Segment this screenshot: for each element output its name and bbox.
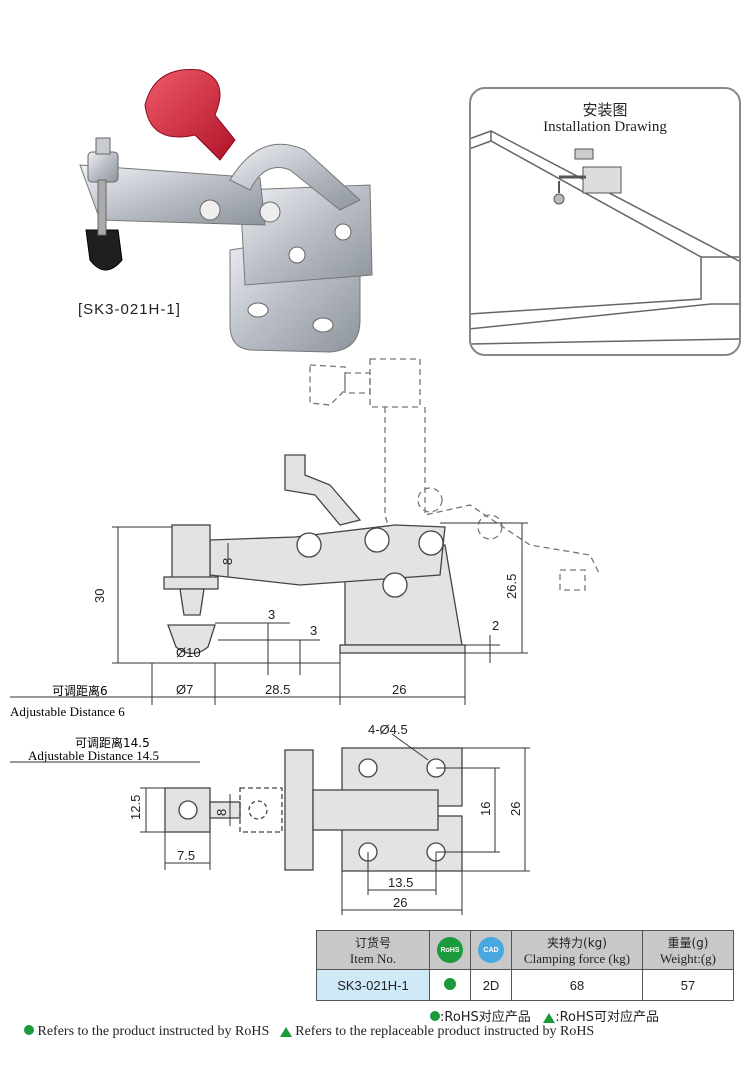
adjust-top-en: Adjustable Distance 14.5 [28, 748, 159, 763]
installation-title-en: Installation Drawing [543, 119, 667, 135]
dim-reach-26-5: 26.5 [504, 574, 519, 599]
product-photo [79, 68, 373, 353]
dim-w-26: 26 [393, 895, 407, 910]
dim-gap-3b: 3 [310, 623, 317, 638]
top-view-drawing: 4-Ø4.5 12.5 8 7.5 16 26 13.5 26 可调距离14.5… [10, 722, 530, 915]
header-weight: 重量(g) Weight:(g) [642, 930, 734, 970]
dim-handle-8: 8 [220, 558, 235, 565]
installation-drawing: 安装图 Installation Drawing [469, 87, 741, 356]
rohs-dot-icon [430, 1011, 440, 1021]
dim-w-7-5: 7.5 [177, 848, 195, 863]
dim-w-8: 8 [214, 809, 229, 816]
dim-base-2: 2 [492, 618, 499, 633]
cell-rohs [429, 969, 471, 1001]
dim-spindle-10: Ø10 [176, 645, 201, 660]
adjust-side-en: Adjustable Distance 6 [10, 704, 125, 719]
legend-mini: :RoHS对应产品 :RoHS可对应产品 [430, 1006, 659, 1025]
dim-w-12-5: 12.5 [128, 795, 143, 820]
product-label: [SK3-021H-1] [78, 301, 181, 318]
dim-h-16: 16 [478, 802, 493, 816]
dim-spindle-7: Ø7 [176, 682, 193, 697]
spec-table: 订货号 Item No. RoHS CAD 夹持力(kg) Clamping f… [316, 930, 734, 1001]
dim-base-26: 26 [392, 682, 406, 697]
replaceable-triangle-icon [279, 1026, 292, 1037]
side-dimension-lines [10, 522, 528, 705]
installation-title-zh: 安装图 [582, 101, 628, 119]
cad-icon: CAD [478, 937, 504, 963]
side-view-drawing: 30 8 26.5 3 3 2 Ø10 Ø7 28.5 26 可调距离6 Adj… [10, 358, 601, 719]
cell-weight: 57 [642, 969, 734, 1001]
legend-footer: Refers to the product instructed by RoHS… [24, 1024, 594, 1040]
dim-h-26: 26 [508, 802, 523, 816]
dim-height-30: 30 [92, 589, 107, 603]
rohs-icon: RoHS [437, 937, 463, 963]
clamp-side-solid [163, 454, 466, 655]
spec-table-header: 订货号 Item No. RoHS CAD 夹持力(kg) Clamping f… [316, 930, 734, 970]
header-rohs: RoHS [429, 930, 471, 970]
header-item-no: 订货号 Item No. [316, 930, 430, 970]
adjust-top-zh: 可调距离14.5 [75, 735, 150, 750]
top-dimension-lines [10, 733, 530, 915]
cell-item: SK3-021H-1 [316, 969, 430, 1001]
header-cad: CAD [470, 930, 512, 970]
rohs-dot-icon [24, 1025, 34, 1035]
cell-cad: 2D [470, 969, 512, 1001]
table-row: SK3-021H-1 2D 68 57 [316, 969, 734, 1001]
dim-span-28-5: 28.5 [265, 682, 290, 697]
adjust-side-zh: 可调距离6 [52, 683, 108, 698]
header-clamping-force: 夹持力(kg) Clamping force (kg) [511, 930, 643, 970]
installation-sketch [471, 130, 739, 345]
dim-w-13-5: 13.5 [388, 875, 413, 890]
replaceable-triangle-icon [543, 1012, 556, 1023]
dim-holes: 4-Ø4.5 [368, 722, 408, 737]
cell-force: 68 [511, 969, 643, 1001]
dim-gap-3a: 3 [268, 607, 275, 622]
rohs-dot-icon [444, 977, 456, 990]
